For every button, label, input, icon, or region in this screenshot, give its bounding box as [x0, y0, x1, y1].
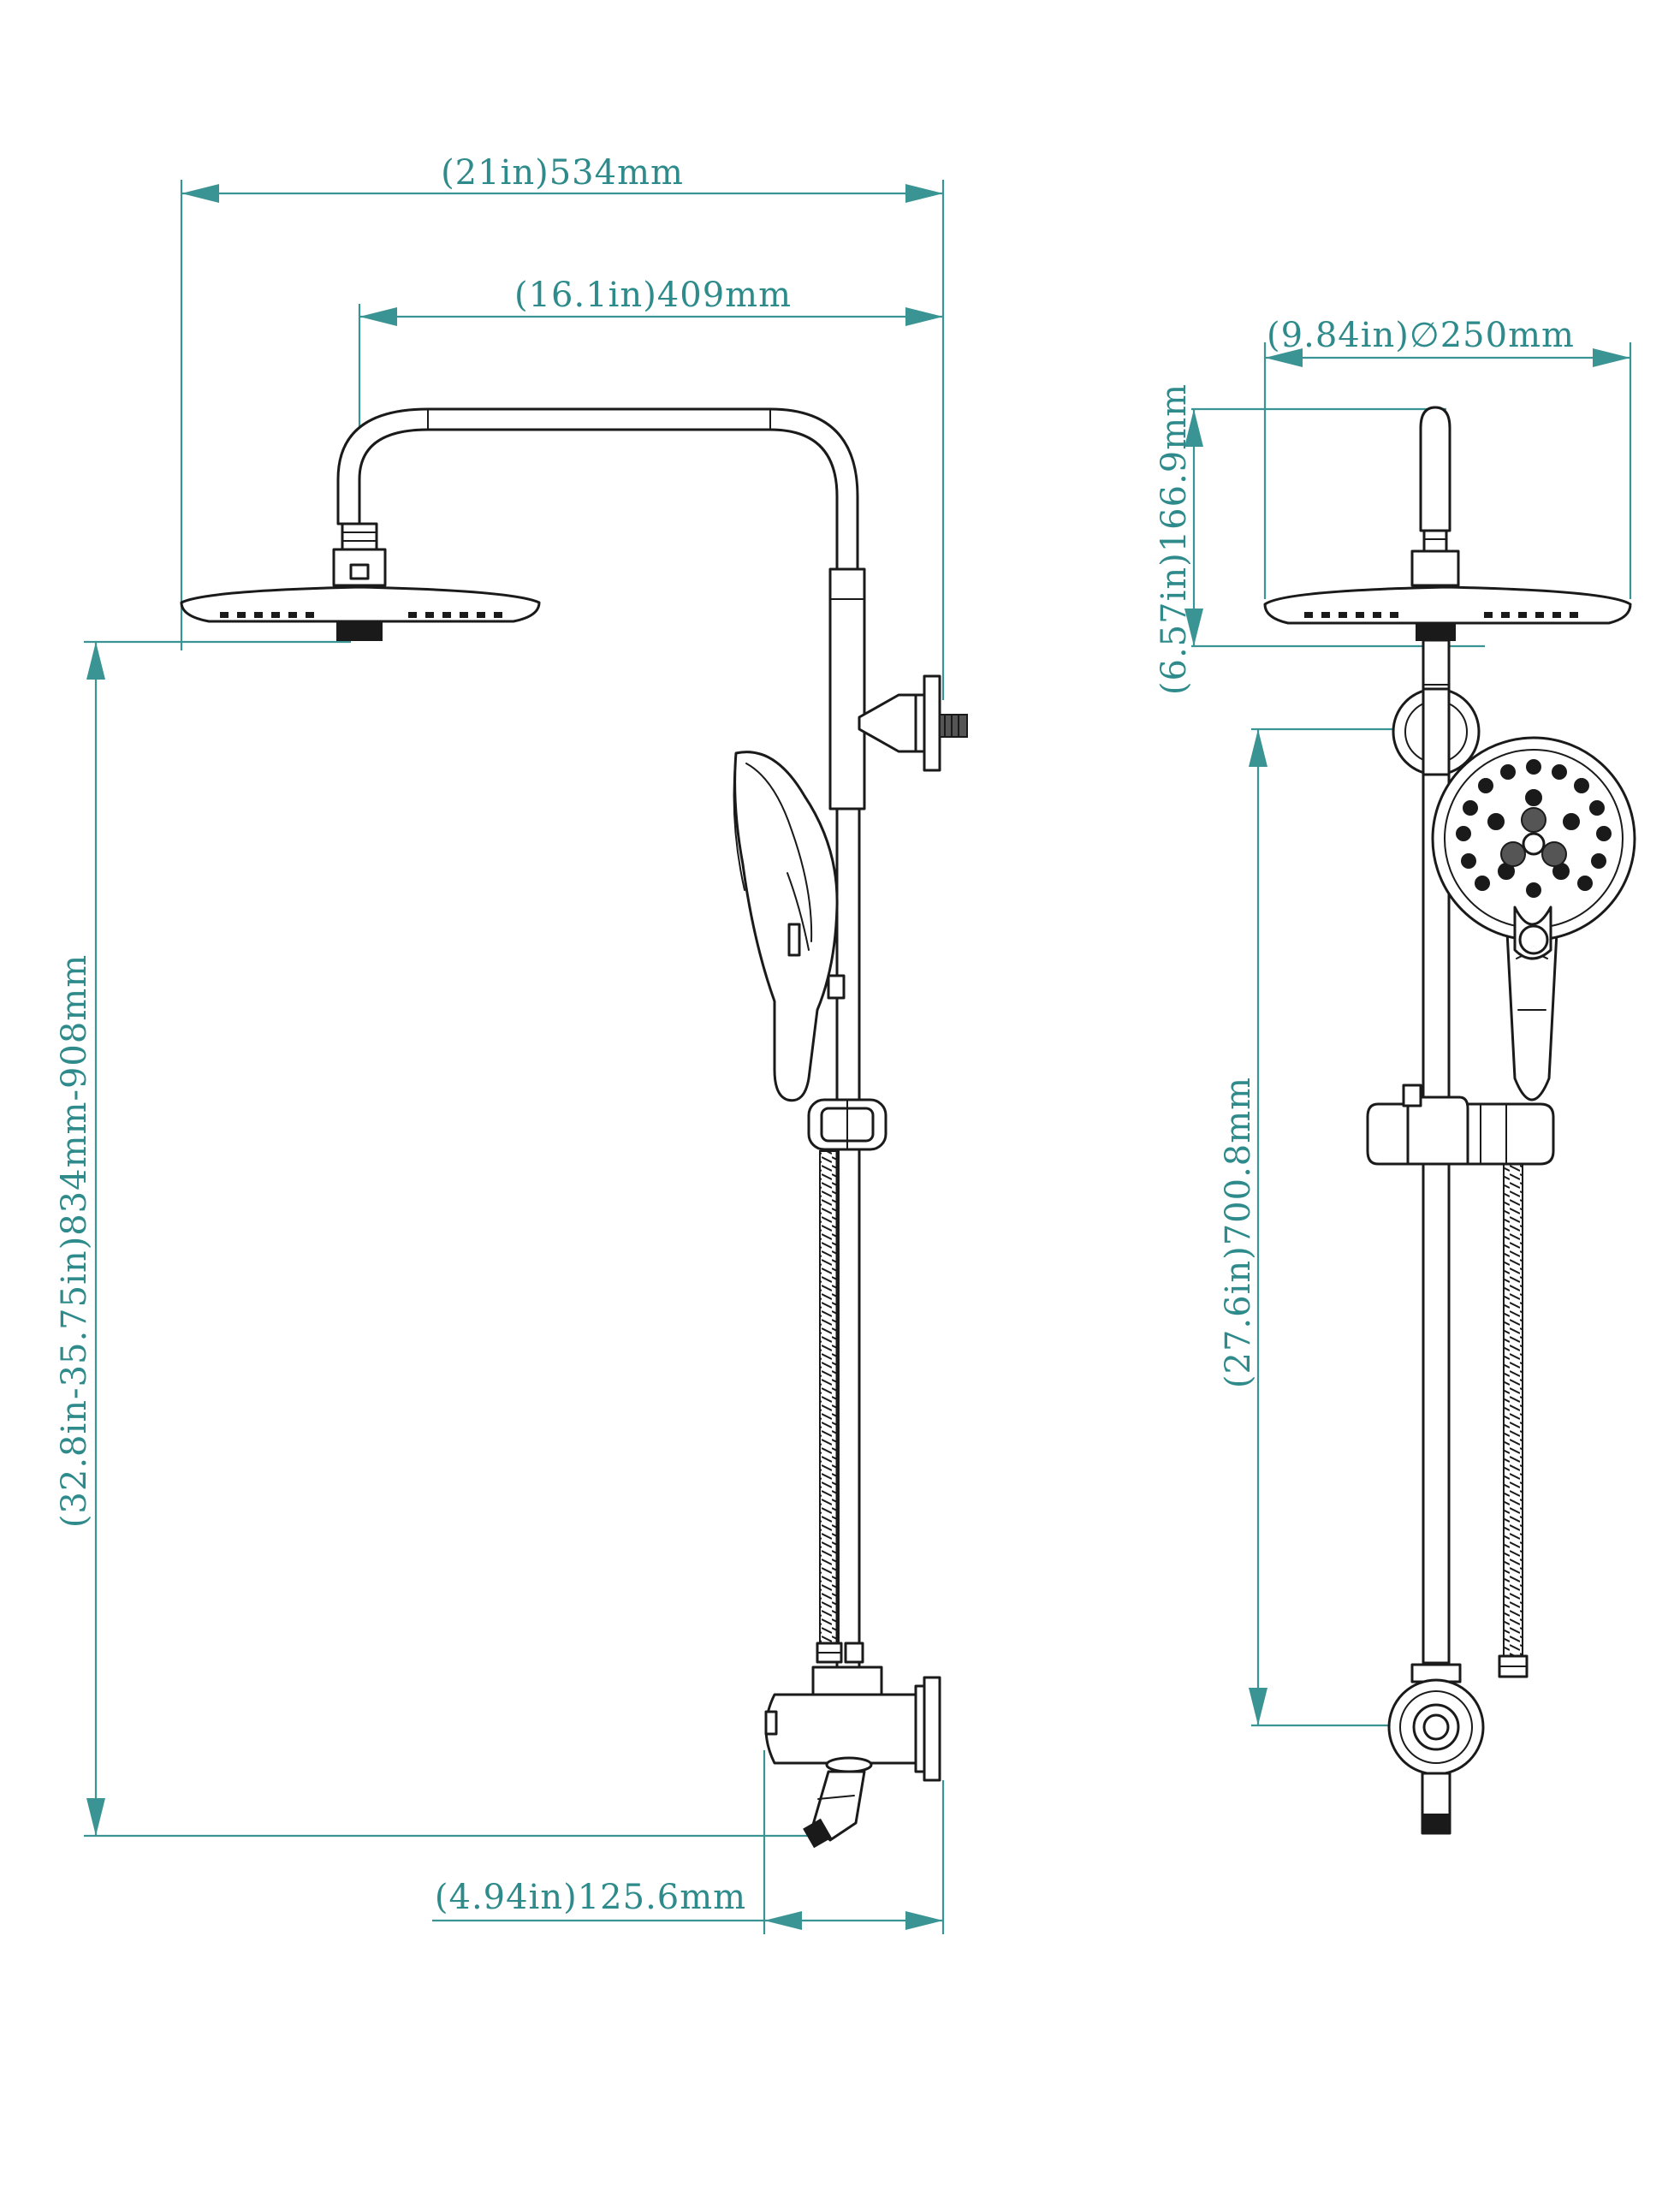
flexible-hose-side: [1498, 1163, 1529, 1678]
lower-diverter-front: [764, 1666, 941, 1849]
dimension-top-height: (6.57in)166.9mm: [1155, 383, 1485, 695]
dimension-label-head-diameter: (9.84in)∅250mm: [1267, 316, 1575, 355]
side-view: (9.84in)∅250mm (6.57in)166.9mm (27.6in)7…: [1155, 316, 1636, 1835]
front-view: (21in)534mm (16.1in)409mm (32.8in-35.75i…: [55, 153, 968, 1934]
dimension-label-arm-reach: (16.1in)409mm: [514, 276, 792, 315]
dimension-label-overall-width: (21in)534mm: [441, 153, 684, 193]
upper-wall-bracket-side: [1392, 687, 1481, 776]
nozzle-row: [220, 612, 502, 618]
flexible-hose-front: [816, 1150, 864, 1664]
spray-nozzles: [1456, 759, 1612, 898]
riser-pipe: [828, 567, 866, 1671]
dimension-label-top-height: (6.57in)166.9mm: [1155, 383, 1194, 695]
shower-arm-side: [1410, 406, 1460, 587]
center-spray-hubs: [1500, 807, 1567, 867]
rain-shower-head-side: [1263, 585, 1632, 641]
dimension-label-outlet-offset: (4.94in)125.6mm: [435, 1878, 746, 1917]
upper-wall-connector: [858, 674, 968, 772]
rain-shower-head: [180, 548, 541, 641]
nozzle-row-side: [1304, 612, 1578, 618]
dimension-height-range: (32.8in-35.75in)834mm-908mm: [55, 640, 809, 1838]
dimension-arm-reach: (16.1in)409mm: [358, 276, 943, 548]
dimension-label-slide-bar-length: (27.6in)700.8mm: [1219, 1077, 1258, 1388]
lower-bracket-side: [1387, 1663, 1485, 1835]
shower-arm: [336, 407, 859, 571]
dimension-head-diameter: (9.84in)∅250mm: [1263, 316, 1632, 599]
handheld-shower-front: [733, 751, 846, 1102]
dimension-overall-width: (21in)534mm: [180, 153, 945, 700]
slide-bracket-front: [807, 1098, 887, 1151]
slide-bracket-side: [1366, 1084, 1555, 1166]
dimension-slide-bar-length: (27.6in)700.8mm: [1219, 727, 1455, 1727]
handheld-shower-face: [1431, 736, 1636, 1101]
dimension-outlet-offset: (4.94in)125.6mm: [432, 1750, 945, 1934]
dimension-label-height-range: (32.8in-35.75in)834mm-908mm: [55, 954, 94, 1528]
